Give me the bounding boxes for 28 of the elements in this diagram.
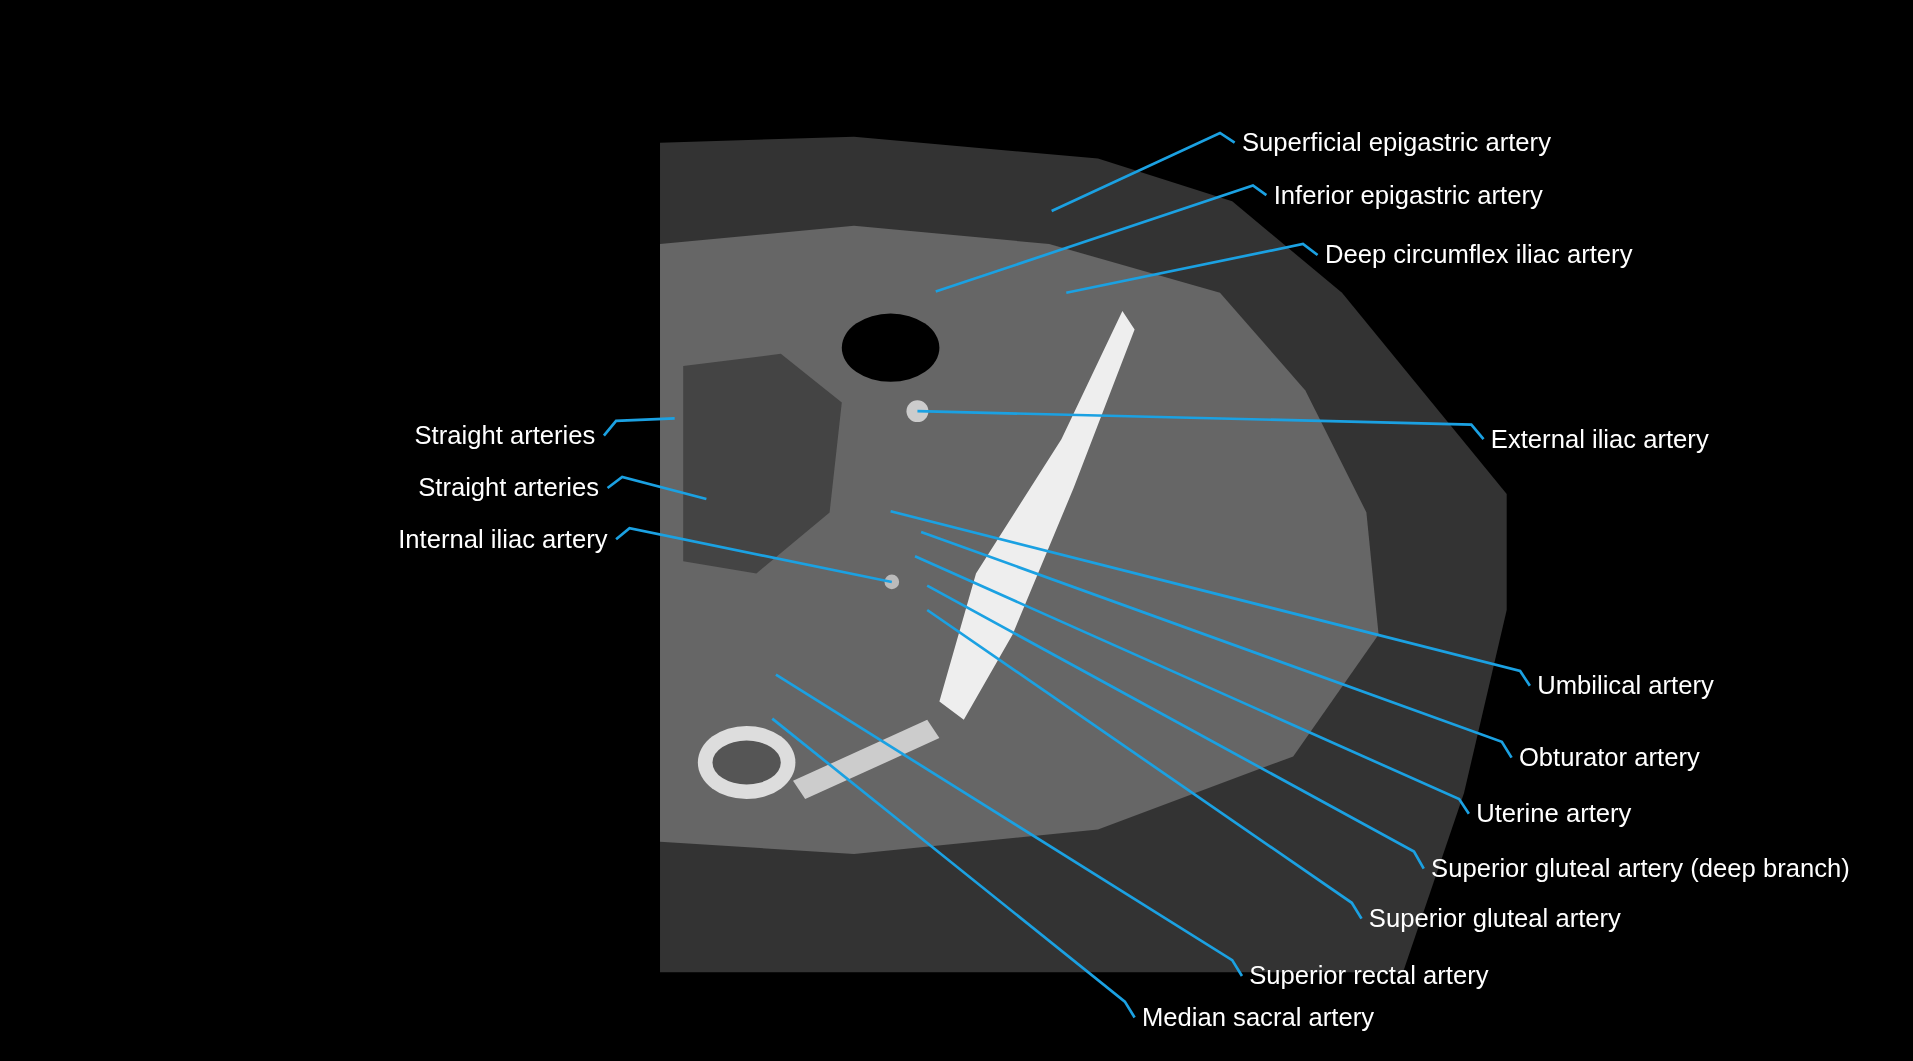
label-text: Obturator artery <box>1518 742 1700 773</box>
leader-line <box>615 526 893 584</box>
label-text: Straight arteries <box>418 473 599 503</box>
label-text: External iliac artery <box>1490 424 1709 454</box>
label-text: Superficial epigastric artery <box>1241 128 1551 158</box>
leader-line <box>771 717 1136 1019</box>
label-text: Umbilical artery <box>1537 670 1714 701</box>
leader-line <box>602 417 675 437</box>
leader-line <box>917 409 1485 441</box>
label-text: Uterine artery <box>1476 799 1632 829</box>
leader-line <box>1051 131 1236 213</box>
leader-line <box>914 555 1470 815</box>
leader-line <box>935 183 1268 293</box>
leader-line <box>920 530 1513 759</box>
leader-line <box>775 673 1244 977</box>
label-text: Superior rectal artery <box>1249 961 1489 991</box>
leader-line <box>890 509 1531 687</box>
label-text: Deep circumflex iliac artery <box>1324 240 1633 270</box>
label-text: Superior gluteal artery (deep branch) <box>1431 853 1850 884</box>
leader-line <box>926 584 1425 870</box>
label-text: Straight arteries <box>414 420 596 451</box>
label-text: Internal iliac artery <box>398 524 608 554</box>
leader-line <box>1066 242 1319 295</box>
label-text: Inferior epigastric artery <box>1273 180 1543 210</box>
label-text: Median sacral artery <box>1141 1002 1375 1033</box>
leader-line <box>926 608 1363 920</box>
label-text: Superior gluteal artery <box>1368 903 1621 934</box>
leader-line <box>606 475 707 501</box>
